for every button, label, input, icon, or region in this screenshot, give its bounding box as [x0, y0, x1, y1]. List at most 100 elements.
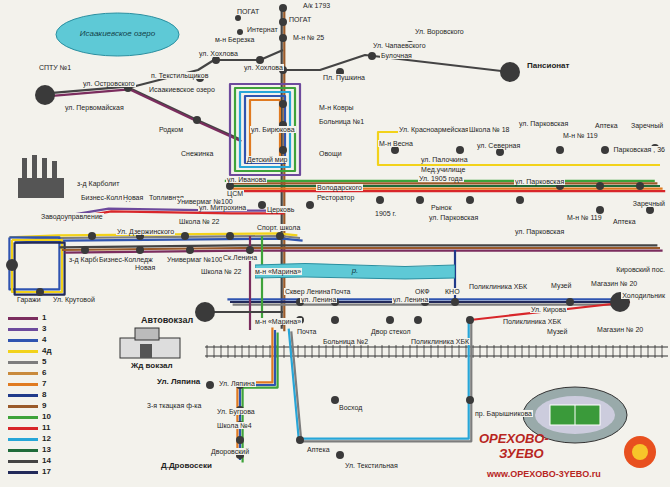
stop-label: Ул. Кирова	[530, 306, 567, 313]
stop-label: Рынок	[430, 204, 453, 211]
stop-label: пр. Барышникова	[474, 410, 533, 417]
legend-row: 4д	[8, 346, 52, 356]
stop-label: Школа № 18	[468, 126, 510, 133]
water-name: Исаакиевское озеро	[55, 30, 180, 39]
stop-label: Булочная	[380, 52, 413, 59]
stop-label: ПОГАТ	[236, 8, 260, 15]
stop-label: Школа №4	[216, 422, 253, 429]
legend-swatch	[8, 361, 38, 364]
stop-label: Сквер Ленина	[284, 288, 332, 295]
legend-row: 11	[8, 423, 50, 433]
stop-label: Мед.училище	[420, 166, 466, 173]
stop-label: Жд вокзал	[130, 362, 174, 370]
legend-swatch	[8, 383, 38, 386]
stop-label: Автовокзал	[140, 316, 194, 325]
stop-label: 1905 г.	[374, 210, 397, 217]
stop-label: Ул. Текстильная	[344, 462, 399, 469]
stop-label: Музей	[546, 328, 568, 335]
stop-label: Аптека	[306, 446, 331, 453]
stop-label: м-н «Марина»	[254, 268, 302, 275]
legend-row: 4	[8, 335, 46, 345]
stop-label: Аптека	[594, 122, 619, 129]
stop-label: Бизнес-Колледж	[98, 256, 154, 263]
stop-label: Универмаг №100	[176, 198, 234, 205]
stop-label: ул. Островского	[82, 80, 136, 87]
stop-label: ул. Хохлова	[243, 64, 284, 71]
legend-swatch	[8, 317, 38, 320]
stop-label: Ск.Ленина	[222, 254, 258, 261]
stop-label: Ресторатор	[316, 194, 355, 201]
stop-label: Д.Дровосеки	[160, 462, 213, 470]
route-number: 8	[42, 391, 46, 399]
logo-text: ЗУЕВО	[498, 447, 545, 460]
stop-label: ПОГАТ	[288, 16, 312, 23]
legend-swatch	[8, 416, 38, 419]
stop-label: А/к 1793	[302, 2, 331, 9]
logo-text: www.OPEXOBO-3YEBO.ru	[486, 470, 602, 479]
legend-swatch	[8, 350, 38, 353]
legend-swatch	[8, 372, 38, 375]
stop-label: Школа № 22	[178, 218, 220, 225]
stop-label: Интернат	[246, 26, 279, 33]
stop-label: ул. Парковская	[514, 228, 565, 235]
stop-label: Церковь	[266, 206, 295, 213]
legend-row: 12	[8, 434, 51, 444]
legend-swatch	[8, 471, 38, 474]
route-number: 11	[42, 424, 50, 432]
stop-label: М-н Ковры	[318, 104, 355, 111]
stop-label: Двор стекол	[370, 328, 412, 335]
stop-label: СПТУ №1	[38, 64, 72, 71]
route-number: 4	[42, 336, 46, 344]
stop-label: Пл. Пушкина	[322, 74, 366, 81]
route-number: 4д	[42, 347, 52, 355]
legend-swatch	[8, 328, 38, 331]
stop-label: Исаакиевское озеро	[148, 86, 216, 93]
stop-label: 3-я ткацкая ф-ка	[146, 402, 202, 409]
stop-label: Снежинка	[180, 150, 214, 157]
stop-label: ул. Ленина	[392, 296, 429, 303]
legend-row: 6	[8, 368, 46, 378]
stop-label: Овощи	[318, 150, 343, 157]
legend-swatch	[8, 449, 38, 452]
stop-label: ул. Парковская	[514, 178, 565, 185]
legend-row: 10	[8, 412, 51, 422]
stop-label: Почта	[330, 288, 351, 295]
stop-label: ул. Бирюкова	[250, 126, 296, 133]
stop-label: ул. Парковская	[518, 120, 569, 127]
legend-row: 13	[8, 445, 51, 455]
stop-label: Больница №1	[318, 118, 365, 125]
stop-label: Почта	[296, 328, 317, 335]
stop-label: ул. Митрохина	[198, 204, 247, 211]
stop-label: М-н № 119	[562, 132, 599, 139]
stop-label: Ул. Бугрова	[216, 408, 256, 415]
stop-label: Ул. Дзержинского	[116, 228, 175, 235]
route-number: 9	[42, 402, 46, 410]
route-number: 5	[42, 358, 46, 366]
logo-mark	[624, 436, 656, 468]
stop-label: Поликлиника ХБК	[502, 318, 562, 325]
legend-swatch	[8, 460, 38, 463]
stop-label: Больница №2	[322, 338, 369, 345]
stop-label: ул. Палочкина	[420, 156, 469, 163]
stop-label: Володарского	[316, 184, 363, 191]
stop-label: ул. Северная	[476, 142, 521, 149]
legend-row: 5	[8, 357, 46, 367]
stop-label: Ул. 1905 года	[418, 175, 464, 182]
stop-label: Холодильник	[621, 292, 666, 299]
legend-swatch	[8, 339, 38, 342]
stop-label: КНО	[444, 288, 461, 295]
stop-label: м-н «Марина»	[254, 318, 302, 325]
stop-label: ул. Первомайская	[64, 104, 125, 111]
route-number: 1	[42, 314, 46, 322]
stop-label: М-н № 119	[566, 214, 603, 221]
stop-label: Восход	[338, 404, 363, 411]
stop-label: М-н Весна	[378, 140, 414, 147]
lake-shape: Исаакиевское озеро	[55, 12, 180, 57]
route-number: 3	[42, 325, 46, 333]
stop-label: ул. Парковская	[428, 214, 479, 221]
stop-label: Ул. Крутовой	[52, 296, 96, 303]
stop-label: Аптека	[612, 218, 637, 225]
stop-label: Ул. Ляпина	[156, 378, 201, 386]
legend-row: 17	[8, 467, 51, 477]
legend-swatch	[8, 438, 38, 441]
